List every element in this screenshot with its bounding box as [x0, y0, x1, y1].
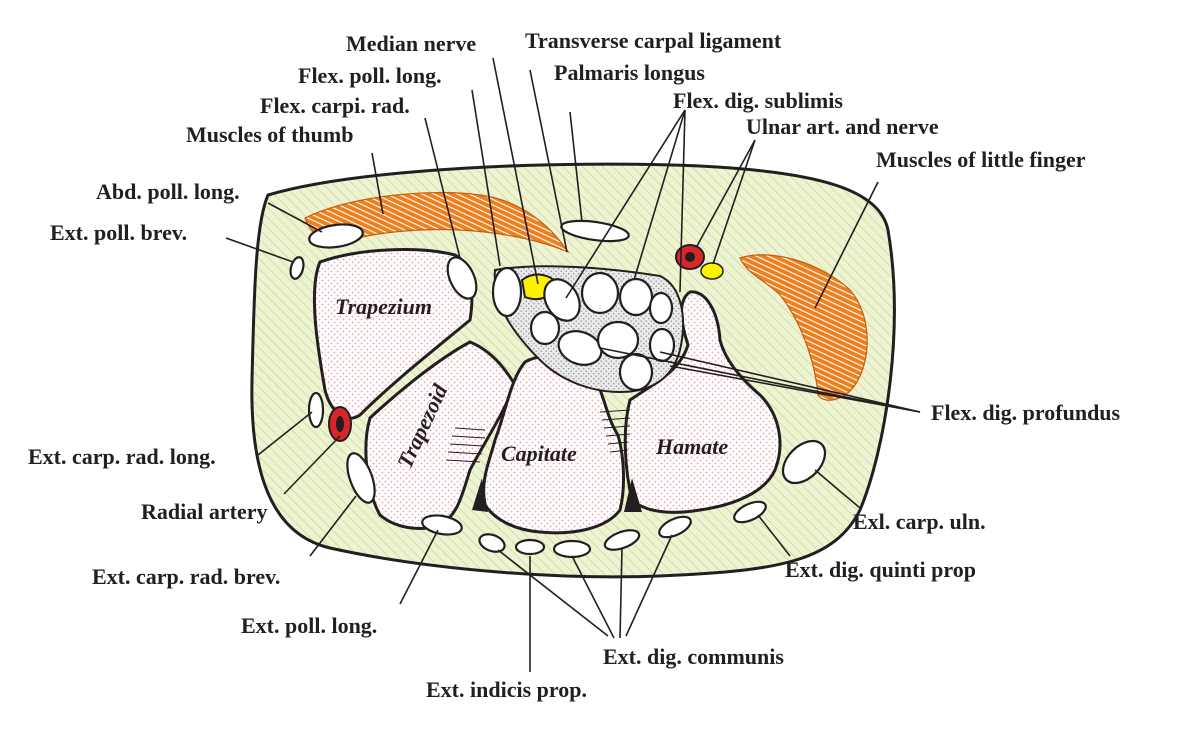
- trapezoid-bone: [364, 340, 517, 530]
- extensor-tendons: [421, 439, 827, 559]
- ext-carp-rad-long-tendon: [307, 391, 325, 429]
- flex-dig-profundus-label: Flex. dig. profundus: [931, 400, 1121, 425]
- ext-poll-brev-tendon: [289, 256, 305, 280]
- leader-lines: [225, 57, 921, 672]
- flex-dig-sublimis-label: Flex. dig. sublimis: [673, 88, 843, 113]
- ext-dig-communis-label: Ext. dig. communis: [603, 644, 784, 669]
- ext-carp-rad-long-label: Ext. carp. rad. long.: [28, 444, 216, 469]
- interosseous-ligaments: [445, 409, 631, 463]
- ext-indicis-prop-label: Ext. indicis prop.: [426, 677, 587, 702]
- bone-gap-wedge-right: [624, 478, 642, 512]
- exl-carp-uln-label: Exl. carp. uln.: [853, 509, 986, 534]
- ext-carp-rad-brev-label: Ext. carp. rad. brev.: [92, 564, 280, 589]
- ext-carp-rad-brev-tendon: [346, 452, 376, 504]
- median-nerve-label: Median nerve: [346, 31, 476, 56]
- capitate-label: Capitate: [501, 441, 577, 466]
- trapezium-bone: [312, 248, 474, 420]
- ulnar-art-and-nerve-label: Ulnar art. and nerve: [746, 114, 939, 139]
- trapezium-label: Trapezium: [335, 294, 432, 319]
- flex-carpi-rad-label: Flex. carpi. rad.: [260, 93, 410, 118]
- hamate-label: Hamate: [655, 434, 728, 459]
- radial-artery-label: Radial artery: [141, 499, 267, 524]
- muscles-of-little-finger-label: Muscles of little finger: [876, 147, 1086, 172]
- bone-gap-wedge-left: [472, 478, 488, 512]
- ext-poll-brev-label: Ext. poll. brev.: [50, 220, 187, 245]
- transverse-carpal-ligament-label: Transverse carpal ligament: [525, 28, 782, 53]
- flex-carpi-rad-tendon: [446, 256, 478, 300]
- muscles-of-thumb-label: Muscles of thumb: [186, 122, 353, 147]
- abd-poll-long-tendon: [308, 223, 364, 249]
- ulnar-artery-lumen: [685, 252, 695, 262]
- ulnar-nerve: [700, 262, 724, 280]
- abd-poll-long-label: Abd. poll. long.: [96, 179, 240, 204]
- ext-dig-quinti-prop-label: Ext. dig. quinti prop: [785, 557, 976, 582]
- radial-artery-lumen: [336, 416, 344, 432]
- ext-poll-long-label: Ext. poll. long.: [241, 613, 377, 638]
- flex-poll-long-label: Flex. poll. long.: [298, 63, 442, 88]
- palmaris-longus-label: Palmaris longus: [554, 60, 705, 85]
